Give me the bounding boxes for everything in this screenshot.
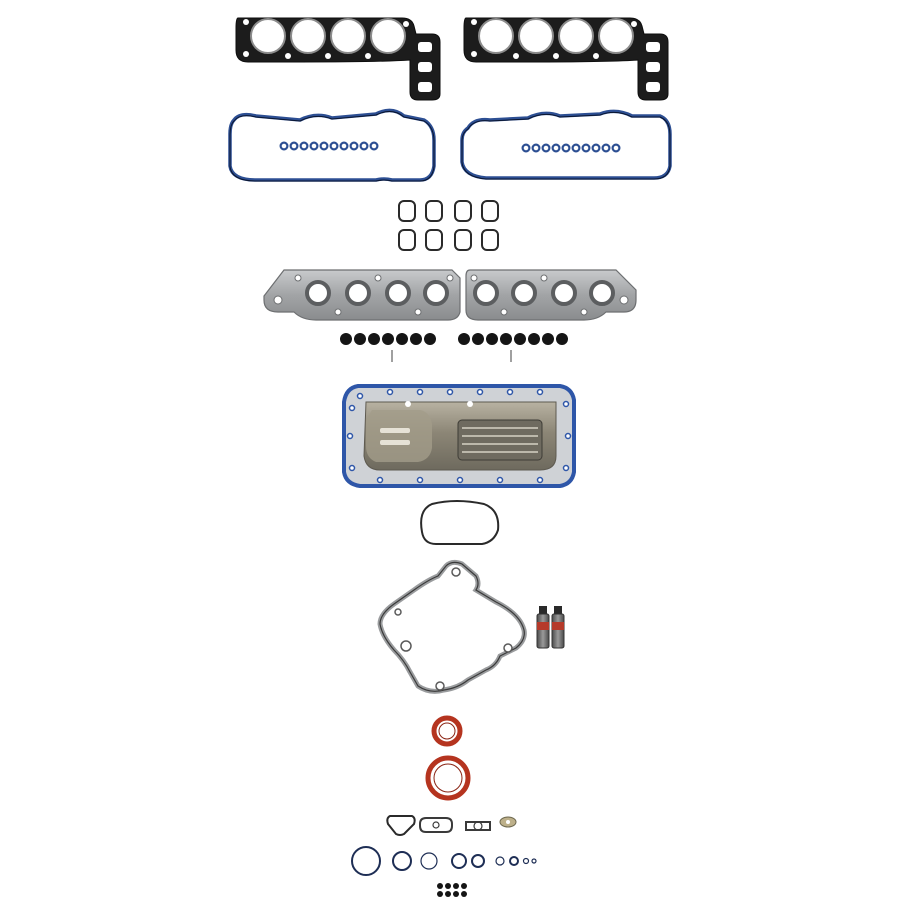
valve-cover-gasket-right bbox=[460, 109, 672, 180]
front-crank-seal bbox=[431, 715, 463, 747]
alignment-pins bbox=[391, 350, 512, 362]
exhaust-manifold-gasket-left bbox=[263, 269, 461, 321]
sealant-tube-2 bbox=[551, 606, 565, 649]
valve-cover-gasket-left bbox=[228, 108, 436, 182]
exhaust-manifold-gasket-right bbox=[465, 269, 637, 321]
small-gaskets bbox=[386, 815, 517, 836]
intake-port-gaskets bbox=[398, 200, 499, 251]
oil-pan-gasket bbox=[342, 384, 576, 488]
small-seals-cluster bbox=[437, 883, 467, 897]
head-gasket-left bbox=[235, 17, 441, 101]
pickup-tube-gasket bbox=[420, 500, 500, 545]
head-gasket-right bbox=[463, 17, 669, 101]
o-rings bbox=[351, 846, 537, 876]
timing-cover-gasket bbox=[377, 559, 527, 694]
sealant-tube-1 bbox=[536, 606, 550, 649]
rear-main-seal bbox=[425, 755, 471, 801]
valve-stem-seals bbox=[340, 333, 568, 345]
